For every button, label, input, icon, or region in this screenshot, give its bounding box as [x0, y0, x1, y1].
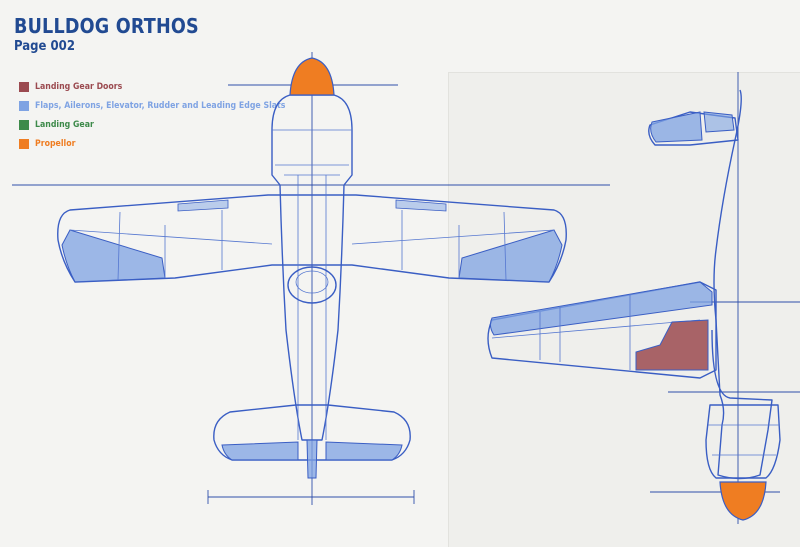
gear-doors-swatch — [19, 81, 29, 92]
legend-item-control-surfaces: Flaps, Ailerons, Elevator, Rudder and Le… — [19, 98, 307, 113]
left-aileron — [61, 229, 166, 283]
top-view — [12, 52, 610, 505]
landing-gear-swatch — [19, 119, 29, 130]
side-landing-gear-door — [635, 319, 709, 371]
side-view — [487, 72, 800, 524]
side-cowling — [705, 404, 781, 479]
legend-item-propellor: Propellor — [19, 136, 307, 151]
legend-item-gear-doors: Landing Gear Doors — [19, 79, 307, 94]
side-fin-trim — [703, 111, 735, 133]
side-elevator — [650, 111, 703, 143]
color-legend: Landing Gear Doors Flaps, Ailerons, Elev… — [19, 79, 307, 155]
propellor-swatch — [19, 138, 29, 149]
right-elevator — [325, 441, 403, 461]
wing-panel-lines — [69, 210, 555, 281]
horizontal-stabilizer — [213, 404, 411, 461]
legend-label: Landing Gear Doors — [35, 81, 123, 92]
cowling-panel-lines — [272, 129, 352, 440]
wing-outline — [57, 194, 567, 283]
left-elevator — [221, 441, 299, 461]
rudder-top — [306, 439, 318, 479]
side-wing-outline — [487, 281, 717, 379]
right-aileron — [458, 229, 563, 283]
left-slat — [177, 199, 229, 212]
side-fuselage-outline — [711, 89, 773, 480]
page-title: BULLDOG ORTHOS — [14, 14, 199, 38]
side-propellor-spinner — [719, 481, 767, 521]
side-wing-panel-lines — [491, 294, 701, 370]
right-slat — [395, 199, 447, 212]
propellor-spinner — [289, 57, 335, 96]
canopy-frame — [295, 270, 329, 294]
legend-label: Propellor — [35, 138, 76, 149]
side-tail-fin — [648, 111, 739, 146]
side-wing-flap — [489, 281, 713, 336]
control-surfaces-swatch — [19, 100, 29, 111]
legend-label: Flaps, Ailerons, Elevator, Rudder and Le… — [35, 100, 286, 111]
canopy — [287, 266, 337, 304]
page-number: Page 002 — [14, 39, 75, 54]
fuselage-outline — [271, 94, 353, 441]
legend-label: Landing Gear — [35, 119, 94, 130]
legend-item-landing-gear: Landing Gear — [19, 117, 307, 132]
side-cowling-lines — [708, 424, 780, 456]
